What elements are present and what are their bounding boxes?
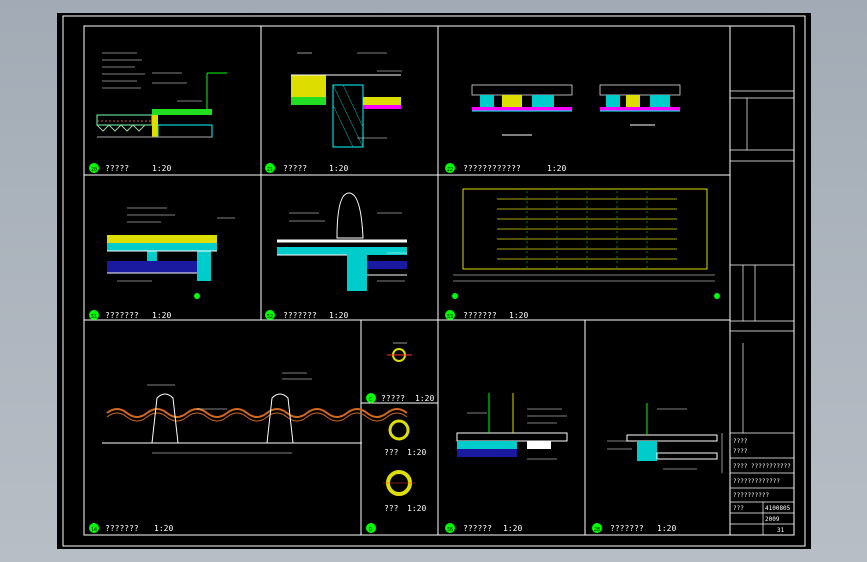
inner-border bbox=[83, 25, 795, 536]
detail-51-drawing bbox=[107, 207, 235, 299]
drawing-date: 2009 bbox=[765, 516, 780, 523]
detail-51-scale: 1:20 bbox=[152, 311, 171, 320]
detail-C-number: C bbox=[369, 397, 372, 403]
sheet-number: 31 bbox=[777, 527, 785, 534]
detail-C-bubble bbox=[366, 393, 376, 403]
detail-21-bubble bbox=[265, 163, 275, 173]
detail-53-scale: 1:20 bbox=[509, 311, 528, 320]
detail-53-drawing bbox=[452, 188, 720, 299]
detail-14-bubble bbox=[89, 523, 99, 533]
detail-56-title: ?????? bbox=[463, 524, 492, 533]
detail-52-drawing bbox=[277, 192, 407, 291]
outer-border bbox=[62, 15, 806, 547]
detail-20-drawing bbox=[96, 52, 227, 138]
detail-22-drawing bbox=[471, 84, 681, 136]
detail-22-scale: 1:20 bbox=[547, 164, 566, 173]
title-row-5: ?????????? bbox=[733, 492, 770, 499]
detail-20-number: 20 bbox=[91, 167, 97, 173]
title-row-3: ???? ??????????? bbox=[733, 463, 791, 470]
detail-52-title: ??????? bbox=[283, 311, 317, 320]
detail-56-number: 56 bbox=[447, 527, 453, 533]
small-detail-2-scale: 1:20 bbox=[407, 504, 426, 513]
detail-C-drawing bbox=[383, 342, 415, 496]
detail-28-title: ??????? bbox=[610, 524, 644, 533]
detail-21-drawing bbox=[291, 52, 402, 148]
small-detail-1-title: ??? bbox=[384, 448, 399, 457]
detail-28-drawing bbox=[607, 403, 723, 473]
detail-21-number: 21 bbox=[267, 167, 273, 173]
detail-D-bubble bbox=[366, 523, 376, 533]
detail-14-scale: 1:20 bbox=[154, 524, 173, 533]
detail-C-title: ????? bbox=[381, 394, 405, 403]
detail-28-scale: 1:20 bbox=[657, 524, 676, 533]
drawing-number: 4100805 bbox=[765, 505, 791, 512]
detail-20-scale: 1:20 bbox=[152, 164, 171, 173]
detail-C-scale: 1:20 bbox=[415, 394, 434, 403]
detail-53-bubble bbox=[445, 310, 455, 320]
detail-51-bubble bbox=[89, 310, 99, 320]
title-row-6: ??? bbox=[733, 505, 744, 512]
detail-14-number: 14 bbox=[91, 527, 97, 533]
detail-56-bubble bbox=[445, 523, 455, 533]
detail-21-title: ????? bbox=[283, 164, 307, 173]
detail-56-scale: 1:20 bbox=[503, 524, 522, 533]
detail-28-bubble bbox=[592, 523, 602, 533]
detail-53-number: 53 bbox=[447, 314, 453, 320]
title-block-frame bbox=[730, 90, 794, 535]
panel-grid bbox=[84, 26, 731, 535]
detail-52-scale: 1:20 bbox=[329, 311, 348, 320]
small-detail-2-title: ??? bbox=[384, 504, 399, 513]
title-row-2: ???? bbox=[733, 448, 748, 455]
detail-22-bubble bbox=[445, 163, 455, 173]
detail-22-title: ???????????? bbox=[463, 164, 521, 173]
detail-14-title: ??????? bbox=[105, 524, 139, 533]
detail-28-number: 28 bbox=[594, 527, 600, 533]
detail-52-number: 52 bbox=[267, 314, 273, 320]
detail-52-bubble bbox=[265, 310, 275, 320]
detail-51-title: ??????? bbox=[105, 311, 139, 320]
drawing-sheet: 20 ????? 1:20 21 ????? 1:20 22 ?????????… bbox=[57, 13, 811, 549]
small-detail-1-scale: 1:20 bbox=[407, 448, 426, 457]
detail-53-title: ??????? bbox=[463, 311, 497, 320]
detail-21-scale: 1:20 bbox=[329, 164, 348, 173]
drawing-canvas: 20 ????? 1:20 21 ????? 1:20 22 ?????????… bbox=[62, 15, 806, 547]
detail-22-number: 22 bbox=[447, 167, 453, 173]
detail-51-number: 51 bbox=[91, 314, 97, 320]
title-row-4: ????????????? bbox=[733, 478, 780, 485]
detail-20-title: ????? bbox=[105, 164, 129, 173]
detail-20-bubble bbox=[89, 163, 99, 173]
detail-56-drawing bbox=[456, 393, 568, 460]
detail-D-number: D bbox=[369, 527, 372, 533]
title-row-1: ???? bbox=[733, 438, 748, 445]
detail-14-drawing bbox=[102, 372, 408, 454]
